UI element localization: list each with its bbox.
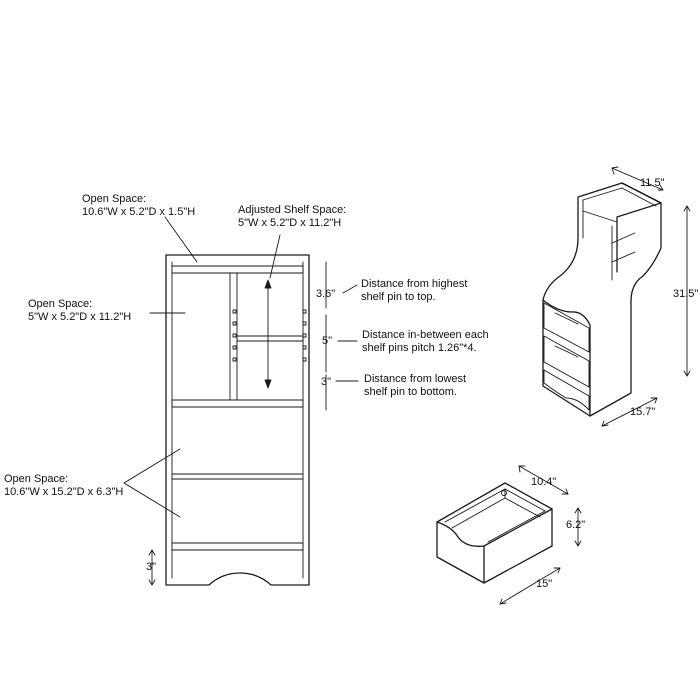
bottom-shelf-board — [171, 542, 304, 551]
cabinet-base — [543, 369, 590, 411]
tower-top-inner-back — [621, 187, 657, 207]
middle-shelf-board — [171, 399, 304, 408]
drawer-width-dim-line — [499, 567, 561, 605]
drawer-depth-dim-line — [518, 465, 569, 495]
arrow-head-down — [264, 379, 272, 389]
drawer-depth-dimension: 10.4" — [531, 476, 557, 488]
drawer-open-space-size: 10.6"W x 15.2"D x 6.3"H — [4, 486, 124, 498]
tower-shelf-2 — [611, 232, 636, 244]
shelf-pin — [302, 357, 307, 362]
drawer-open-leader-a — [123, 448, 181, 484]
highest-pin-note-line2: shelf pin to top. — [361, 291, 436, 303]
highest-pin-note: Distance from highest shelf pin to top. — [361, 278, 467, 304]
front-view — [123, 216, 359, 586]
left-open-space-size: 5"W x 5.2"D x 11.2"H — [28, 311, 132, 323]
cabinet-drawer-2-handle — [554, 345, 579, 358]
drawer-width-arrow-b — [553, 567, 561, 574]
cabinet-top-tower — [542, 182, 662, 301]
unit-depth-arrow-b — [657, 184, 664, 191]
drawer-width-dimension: 15" — [536, 578, 553, 590]
front-frame — [165, 254, 310, 586]
base-dimension: 3" — [146, 561, 157, 573]
drawer-inner-floor-right — [504, 497, 541, 518]
lowest-pin-note-line2: shelf pin to bottom. — [364, 386, 457, 398]
top-open-space-title: Open Space: — [82, 193, 147, 205]
drawer-depth-arrow-a — [518, 465, 526, 473]
unit-depth-dim-line — [611, 167, 664, 191]
adjusted-shelf-space-title: Adjusted Shelf Space: — [238, 204, 347, 216]
drawer-height-arrow-bottom — [574, 540, 582, 547]
drawer-open-space-label: Open Space: 10.6"W x 15.2"D x 6.3"H — [4, 473, 123, 499]
shelf-pin — [302, 321, 307, 326]
drawer-open-leader-b — [123, 482, 181, 518]
shelf-pin — [232, 333, 237, 338]
lowest-pin-note: Distance from lowest shelf pin to bottom… — [364, 373, 466, 399]
top-open-space-label: Open Space: 10.6"W x 5.2"D x 1.5"H — [82, 193, 195, 219]
arrow-head-up — [264, 279, 272, 289]
cabinet-drawer-1-handle — [554, 312, 579, 325]
left-open-space-title: Open Space: — [28, 298, 93, 310]
adjusted-leader — [269, 234, 281, 279]
top-shelf-board — [171, 265, 304, 274]
drawer-depth-arrow-b — [561, 488, 569, 495]
drawer-handle-hole — [501, 490, 507, 496]
top-open-leader — [164, 216, 198, 263]
tower-shelf-3 — [611, 251, 636, 263]
drawer-height-arrow-top — [574, 507, 582, 514]
cabinet-drawer-2 — [543, 335, 590, 388]
top-open-space-size: 10.6"W x 5.2"D x 1.5"H — [82, 206, 196, 218]
adjusted-shelf-space-size: 5"W x 5.2"D x 11.2"H — [238, 217, 342, 229]
shelf-pin — [232, 345, 237, 350]
shelf-pin — [232, 321, 237, 326]
pin-top-leader — [342, 284, 358, 294]
base-dim-arrow-top — [148, 549, 156, 556]
unit-depth-arrow-a — [611, 166, 619, 175]
drawer-3d-view — [436, 465, 582, 605]
shelf-pin — [232, 357, 237, 362]
tower-shelf-1 — [582, 210, 618, 223]
drawer-bottom-right-edge — [483, 545, 553, 584]
drawer-front-panel — [436, 521, 485, 584]
unit-width-dim-line — [601, 397, 658, 427]
unit-height-dimension: 31.5" — [673, 288, 699, 300]
drawer-height-dimension: 6.2" — [566, 519, 586, 531]
unit-height-arrow-bottom — [683, 370, 691, 377]
unit-width-arrow-a — [601, 420, 609, 427]
cabinet-drawer-1 — [543, 302, 590, 353]
drawer-width-arrow-a — [499, 598, 507, 605]
pin-top-dimension: 3.6" — [316, 288, 336, 300]
adjusted-shelf-space-label: Adjusted Shelf Space: 5"W x 5.2"D x 11.2… — [238, 204, 346, 230]
adjustable-shelf-board — [236, 335, 304, 342]
drawer-inner-rim — [444, 488, 546, 543]
drawer-inner-floor-left — [451, 497, 506, 529]
shelf-pin — [302, 309, 307, 314]
drawer-outline — [436, 482, 553, 547]
unit-width-arrow-b — [650, 397, 658, 404]
unit-height-arrow-top — [683, 205, 691, 212]
base-dim-arrow-bottom — [148, 579, 156, 586]
pin-pitch-note: Distance in-between each shelf pins pitc… — [362, 329, 489, 355]
drawer-open-space-title: Open Space: — [4, 473, 69, 485]
unit-depth-dimension: 11.5" — [640, 177, 665, 189]
unit-width-dimension: 15.7" — [630, 406, 656, 418]
highest-pin-note-line1: Distance from highest — [361, 278, 468, 290]
shelf-pin — [302, 333, 307, 338]
pin-pitch-note-line1: Distance in-between each — [362, 329, 489, 341]
cabinet-front-face — [542, 299, 591, 417]
pin-pitch-note-line2: shelf pins pitch 1.26"*4. — [362, 342, 477, 354]
lowest-pin-note-line1: Distance from lowest — [364, 373, 467, 385]
tower-top-inner — [582, 187, 623, 201]
shelf-pin — [232, 309, 237, 314]
pin-pitch-dimension: 5" — [322, 335, 333, 347]
left-open-space-label: Open Space: 5"W x 5.2"D x 11.2"H — [28, 298, 131, 324]
shelf-pin — [302, 345, 307, 350]
cabinet-3d-view — [542, 166, 691, 427]
cabinet-right-side — [589, 182, 662, 417]
pin-bottom-dimension: 3" — [321, 376, 332, 388]
